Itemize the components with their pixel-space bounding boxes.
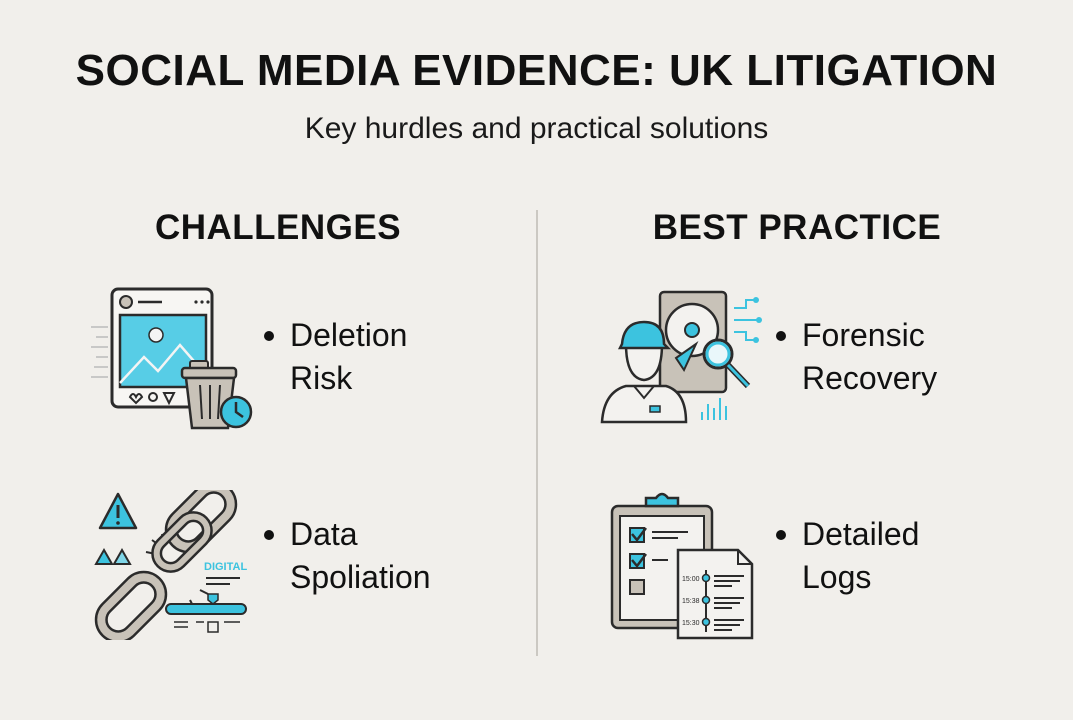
challenges-heading: CHALLENGES <box>154 208 402 247</box>
item-line: Spoliation <box>290 559 431 595</box>
item-line: Data <box>290 516 358 552</box>
item-line: Logs <box>802 559 872 595</box>
svg-text:DIGITAL: DIGITAL <box>204 561 247 573</box>
bullet-icon <box>776 530 786 540</box>
page-title: SOCIAL MEDIA EVIDENCE: UK LITIGATION <box>75 46 998 95</box>
social-post-deletion-icon <box>91 287 253 430</box>
forensic-analyst-icon <box>600 290 762 424</box>
svg-text:15:38: 15:38 <box>682 598 700 605</box>
svg-text:15:00: 15:00 <box>682 576 700 583</box>
item-line: Recovery <box>802 360 938 396</box>
item-line: Deletion <box>290 317 408 353</box>
svg-text:15:30: 15:30 <box>682 620 700 627</box>
item-line: Risk <box>290 360 353 396</box>
item-line: Forensic <box>802 317 925 353</box>
page-subtitle: Key hurdles and practical solutions <box>304 112 769 145</box>
broken-chain-icon: DIGITAL <box>94 490 247 640</box>
bullet-icon <box>264 530 274 540</box>
clipboard-log-icon: 15:00 15:38 15:30 <box>610 492 754 640</box>
bullet-icon <box>264 331 274 341</box>
item-line: Detailed <box>802 516 920 552</box>
best-practice-heading: BEST PRACTICE <box>652 208 942 247</box>
bullet-icon <box>776 331 786 341</box>
column-divider <box>536 210 538 656</box>
